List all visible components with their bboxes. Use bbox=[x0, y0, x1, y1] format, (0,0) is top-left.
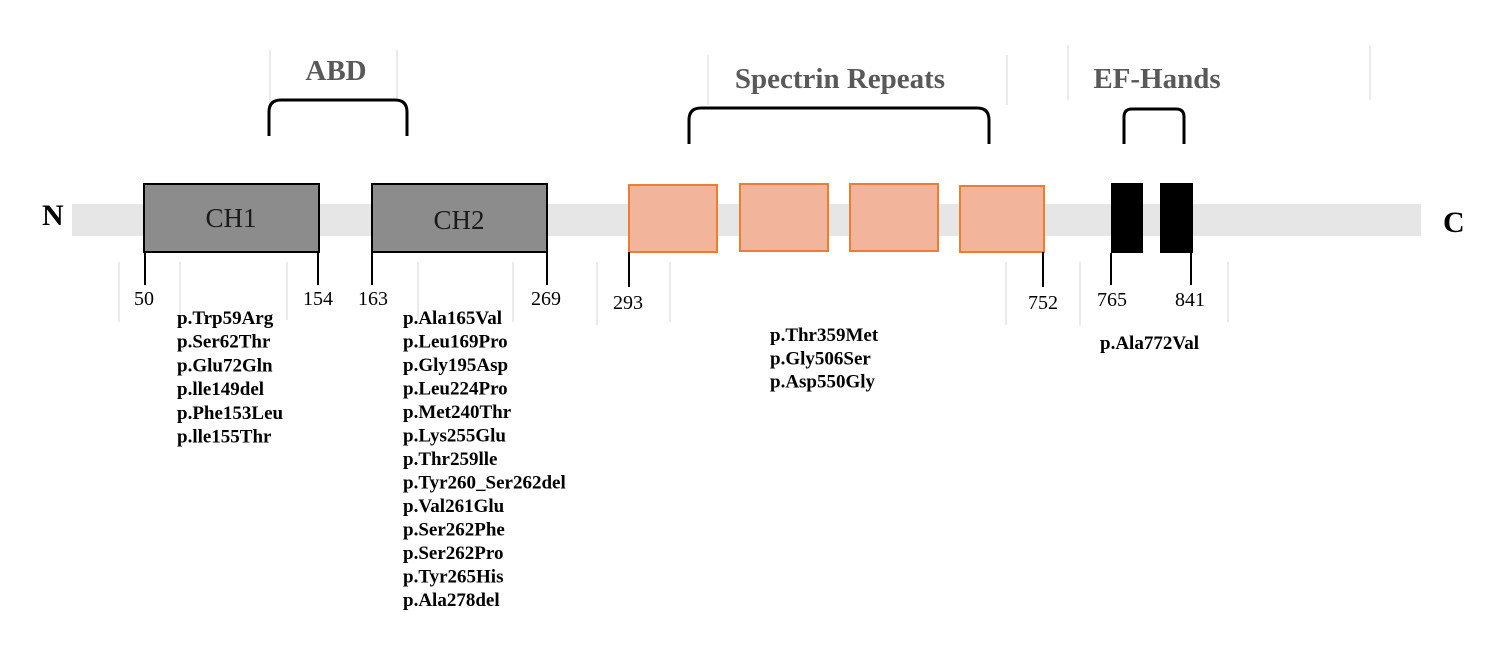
position-label-841: 841 bbox=[1175, 289, 1205, 311]
mutation-label: p.Asp550Gly bbox=[770, 372, 876, 393]
spectrin-repeat-2 bbox=[739, 183, 829, 252]
abd-bracket bbox=[267, 98, 409, 136]
spectrin-repeat-1 bbox=[628, 184, 718, 253]
ef-hand-2 bbox=[1160, 183, 1193, 253]
mutation-label: p.Leu224Pro bbox=[403, 379, 508, 400]
mutation-label: p.Ala165Val bbox=[403, 308, 502, 329]
mutation-label: p.Gly506Ser bbox=[770, 348, 871, 369]
position-label-163: 163 bbox=[358, 288, 388, 310]
n-terminus-label: N bbox=[42, 199, 64, 232]
mutation-label: p.Thr359Met bbox=[770, 325, 879, 346]
ef-hand-1 bbox=[1111, 183, 1143, 253]
position-label-154: 154 bbox=[303, 288, 333, 310]
mutation-label: p.Thr259lle bbox=[403, 449, 497, 470]
mutation-label: p.Glu72Gln bbox=[177, 355, 273, 376]
position-label-752: 752 bbox=[1028, 292, 1058, 314]
ef-hands-title: EF-Hands bbox=[1093, 63, 1220, 95]
ch2-domain bbox=[371, 183, 548, 253]
mutation-label: p.Ser62Thr bbox=[177, 332, 271, 353]
position-label-269: 269 bbox=[531, 288, 561, 310]
mutation-label: p.Trp59Arg bbox=[177, 308, 274, 329]
ef-hands-bracket bbox=[1122, 107, 1186, 144]
mutation-label: p.lle149del bbox=[177, 379, 264, 400]
mutation-label: p.Met240Thr bbox=[403, 402, 512, 423]
ef-hands-mutation-list: p.Ala772Val bbox=[1100, 333, 1199, 354]
mutation-label: p.Lys255Glu bbox=[403, 426, 506, 447]
mutation-label: p.Ala278del bbox=[403, 590, 500, 611]
spectrin-repeat-3 bbox=[849, 183, 939, 252]
ch2-label: CH2 bbox=[433, 205, 484, 235]
mutation-label: p.Leu169Pro bbox=[403, 332, 508, 353]
position-label-765: 765 bbox=[1097, 289, 1127, 311]
position-label-293: 293 bbox=[613, 292, 643, 314]
position-label-50: 50 bbox=[134, 288, 154, 310]
ch1-label: CH1 bbox=[205, 203, 256, 233]
mutation-label: p.Ala772Val bbox=[1100, 333, 1199, 354]
mutation-label: p.Ser262Pro bbox=[403, 543, 503, 564]
spectrin-repeats-title: Spectrin Repeats bbox=[735, 63, 945, 95]
spectrin-repeat-4 bbox=[959, 185, 1045, 253]
mutation-label: p.Tyr265His bbox=[403, 567, 503, 588]
spectrin-bracket bbox=[687, 106, 991, 144]
mutation-label: p.Ser262Phe bbox=[403, 520, 505, 541]
mutation-label: p.Val261Glu bbox=[403, 496, 505, 517]
c-terminus-label: C bbox=[1443, 206, 1465, 239]
mutation-label: p.Gly195Asp bbox=[403, 355, 508, 376]
mutation-label: p.lle155Thr bbox=[177, 427, 272, 448]
mutation-label: p.Tyr260_Ser262del bbox=[403, 473, 566, 494]
mutation-label: p.Phe153Leu bbox=[177, 403, 284, 424]
ch1-domain bbox=[143, 183, 320, 253]
abd-title: ABD bbox=[305, 55, 366, 87]
